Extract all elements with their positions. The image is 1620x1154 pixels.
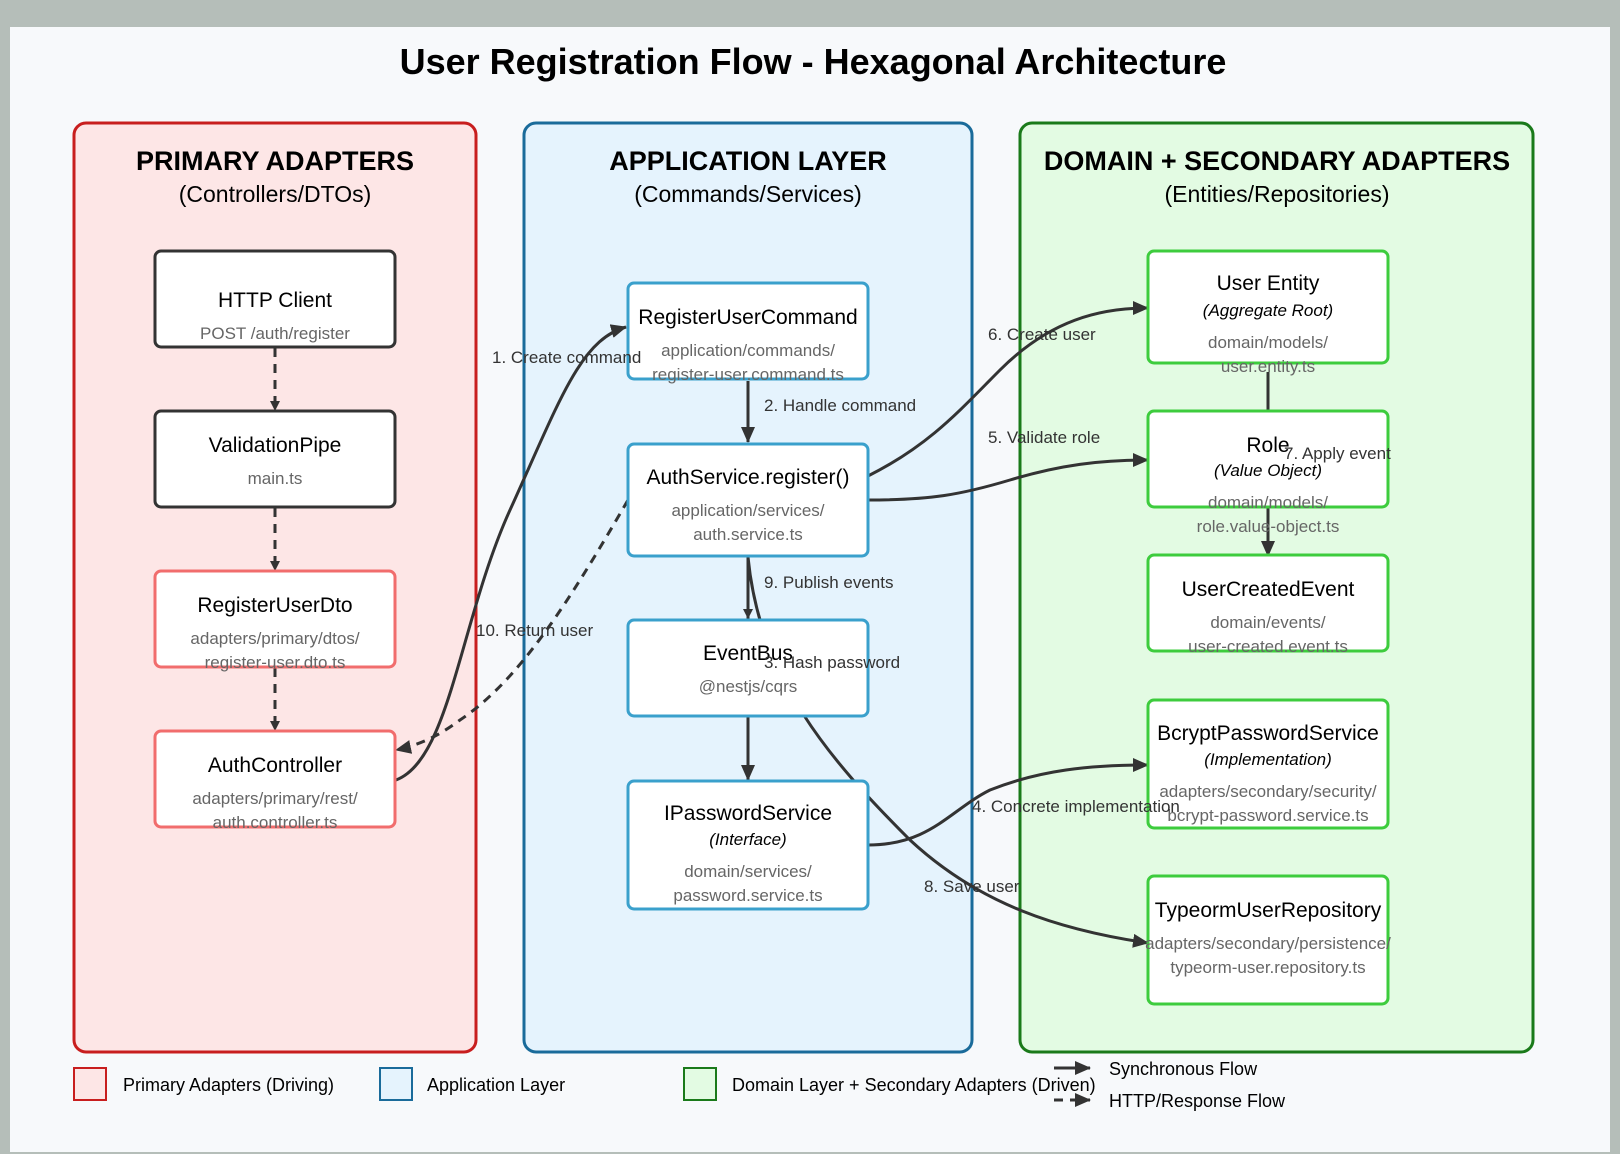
- node-path: adapters/primary/rest/: [192, 789, 358, 808]
- legend-label-sync: Synchronous Flow: [1109, 1059, 1258, 1079]
- edge-label-hash-password: 3. Hash password: [764, 653, 900, 672]
- node-user-entity: User Entity (Aggregate Root) domain/mode…: [1146, 249, 1390, 376]
- node-title: User Entity: [1217, 272, 1320, 295]
- node-subtitle: (Aggregate Root): [1203, 301, 1333, 320]
- lane-subtitle: (Commands/Services): [634, 181, 862, 207]
- lane-title: PRIMARY ADAPTERS: [136, 146, 414, 176]
- edge-label-create-user: 6. Create user: [988, 325, 1096, 344]
- node-title: ValidationPipe: [209, 434, 342, 457]
- node-typeorm-user-repository: TypeormUserRepository adapters/secondary…: [1145, 874, 1391, 1006]
- node-path: user.entity.ts: [1221, 357, 1315, 376]
- edge-create-command: [395, 324, 627, 782]
- node-path: domain/models/: [1208, 493, 1328, 512]
- node-path: application/commands/: [661, 341, 835, 360]
- lane-subtitle: (Controllers/DTOs): [179, 181, 372, 207]
- legend-label-application: Application Layer: [427, 1075, 565, 1095]
- lane-subtitle: (Entities/Repositories): [1165, 181, 1390, 207]
- legend: Primary Adapters (Driving) Application L…: [73, 1059, 1286, 1111]
- node-path: register-user.dto.ts: [205, 653, 346, 672]
- legend-label-primary: Primary Adapters (Driving): [123, 1075, 334, 1095]
- edge-label-handle-command: 2. Handle command: [764, 396, 916, 415]
- node-bcrypt-password-service: BcryptPasswordService (Implementation) a…: [1146, 698, 1390, 830]
- node-role: Role (Value Object) domain/models/ role.…: [1146, 409, 1390, 536]
- node-path: main.ts: [248, 469, 303, 488]
- node-validation-pipe: ValidationPipe main.ts: [153, 409, 397, 509]
- edge-create-user: [867, 301, 1149, 478]
- edge-label-publish-events: 9. Publish events: [764, 573, 893, 592]
- node-path: bcrypt-password.service.ts: [1167, 806, 1368, 825]
- legend-swatch-primary: [73, 1067, 107, 1101]
- node-subtitle: (Implementation): [1204, 750, 1332, 769]
- legend-swatch-application: [379, 1067, 413, 1101]
- legend-label-http: HTTP/Response Flow: [1109, 1091, 1286, 1111]
- node-path: user-created.event.ts: [1188, 637, 1348, 656]
- node-auth-controller: AuthController adapters/primary/rest/ au…: [153, 729, 397, 832]
- edge-labels: 1. Create command 2. Handle command 3. H…: [476, 325, 1391, 896]
- edge-label-save-user: 8. Save user: [924, 877, 1020, 896]
- node-subtitle: (Interface): [709, 830, 786, 849]
- node-title: EventBus: [703, 642, 793, 665]
- node-title: AuthService.register(): [646, 466, 849, 489]
- node-title: RegisterUserDto: [197, 594, 352, 617]
- diagram-title: User Registration Flow - Hexagonal Archi…: [400, 41, 1227, 82]
- node-path: adapters/primary/dtos/: [190, 629, 359, 648]
- lane-title: APPLICATION LAYER: [609, 146, 887, 176]
- node-path: adapters/secondary/persistence/: [1145, 934, 1391, 953]
- node-path: domain/models/: [1208, 333, 1328, 352]
- node-register-user-dto: RegisterUserDto adapters/primary/dtos/ r…: [153, 569, 397, 672]
- node-auth-service: AuthService.register() application/servi…: [626, 442, 870, 558]
- node-path: role.value-object.ts: [1197, 517, 1340, 536]
- node-title: HTTP Client: [218, 289, 332, 312]
- node-title: AuthController: [208, 754, 342, 777]
- node-title: UserCreatedEvent: [1182, 578, 1355, 601]
- node-title: RegisterUserCommand: [638, 306, 857, 329]
- legend-swatch-domain: [683, 1067, 717, 1101]
- node-path: POST /auth/register: [200, 324, 350, 343]
- edge-label-validate-role: 5. Validate role: [988, 428, 1100, 447]
- node-user-created-event: UserCreatedEvent domain/events/ user-cre…: [1146, 553, 1390, 656]
- node-path: register-user.command.ts: [652, 365, 844, 384]
- edge-label-concrete-implementation: 4. Concrete implementation: [972, 797, 1180, 816]
- node-path: typeorm-user.repository.ts: [1170, 958, 1365, 977]
- legend-label-domain: Domain Layer + Secondary Adapters (Drive…: [732, 1075, 1096, 1095]
- node-path: adapters/secondary/security/: [1159, 782, 1377, 801]
- node-path: @nestjs/cqrs: [699, 677, 798, 696]
- node-event-bus: EventBus @nestjs/cqrs: [626, 618, 870, 718]
- node-title: TypeormUserRepository: [1155, 899, 1382, 922]
- node-path: auth.service.ts: [693, 525, 803, 544]
- edge-label-create-command: 1. Create command: [492, 348, 641, 367]
- node-http-client: HTTP Client POST /auth/register: [153, 249, 397, 349]
- node-title: IPasswordService: [664, 802, 832, 825]
- node-path: domain/events/: [1210, 613, 1326, 632]
- node-register-user-command: RegisterUserCommand application/commands…: [626, 281, 870, 384]
- node-subtitle: (Value Object): [1214, 461, 1322, 480]
- edge-label-apply-event: 7. Apply event: [1284, 444, 1391, 463]
- edge-label-return-user: 10. Return user: [476, 621, 594, 640]
- lane-title: DOMAIN + SECONDARY ADAPTERS: [1044, 146, 1510, 176]
- node-path: auth.controller.ts: [213, 813, 338, 832]
- node-path: domain/services/: [684, 862, 812, 881]
- edge-concrete-implementation: [867, 758, 1149, 847]
- edge-validate-role: [867, 453, 1149, 502]
- node-password-service: IPasswordService (Interface) domain/serv…: [626, 779, 870, 911]
- node-title: Role: [1246, 434, 1289, 457]
- node-path: password.service.ts: [673, 886, 822, 905]
- node-path: application/services/: [671, 501, 824, 520]
- node-title: BcryptPasswordService: [1157, 722, 1379, 745]
